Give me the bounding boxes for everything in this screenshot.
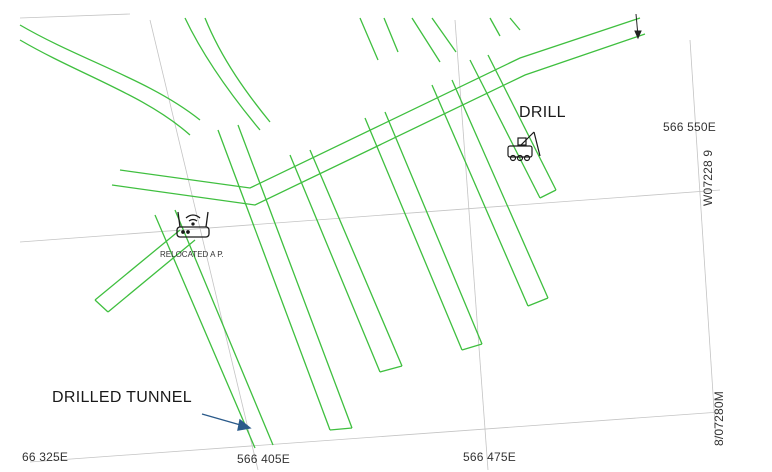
northing-w07280m: 8/07280M [712, 391, 726, 446]
easting-566550: 566 550E [663, 120, 716, 134]
drilled-tunnel-outline [154, 214, 256, 449]
tunnel-network [19, 17, 646, 449]
drilled-tunnel-label: DRILLED TUNNEL [52, 389, 192, 406]
drill-label: DRILL [519, 104, 566, 121]
easting-566475: 566 475E [463, 450, 516, 464]
northing-w072289: W07228 9 [701, 149, 715, 206]
west-drive [184, 17, 261, 131]
easting-566405: 566 405E [237, 452, 290, 466]
survey-grid [19, 13, 721, 471]
relocated-ap-label: RELOCATED A P. [160, 250, 224, 259]
drilled-tunnel-arrow [201, 413, 252, 431]
north-arrow-icon [634, 13, 642, 40]
main-drive-inner [111, 33, 646, 206]
ap-branch-inner [19, 39, 191, 136]
drill-rig-icon [507, 131, 541, 162]
wifi-router-icon [176, 211, 210, 238]
ap-branch [19, 24, 201, 121]
west-drive-inner [204, 17, 271, 123]
main-drive [119, 17, 641, 189]
easting-566325: 66 325E [22, 450, 69, 464]
